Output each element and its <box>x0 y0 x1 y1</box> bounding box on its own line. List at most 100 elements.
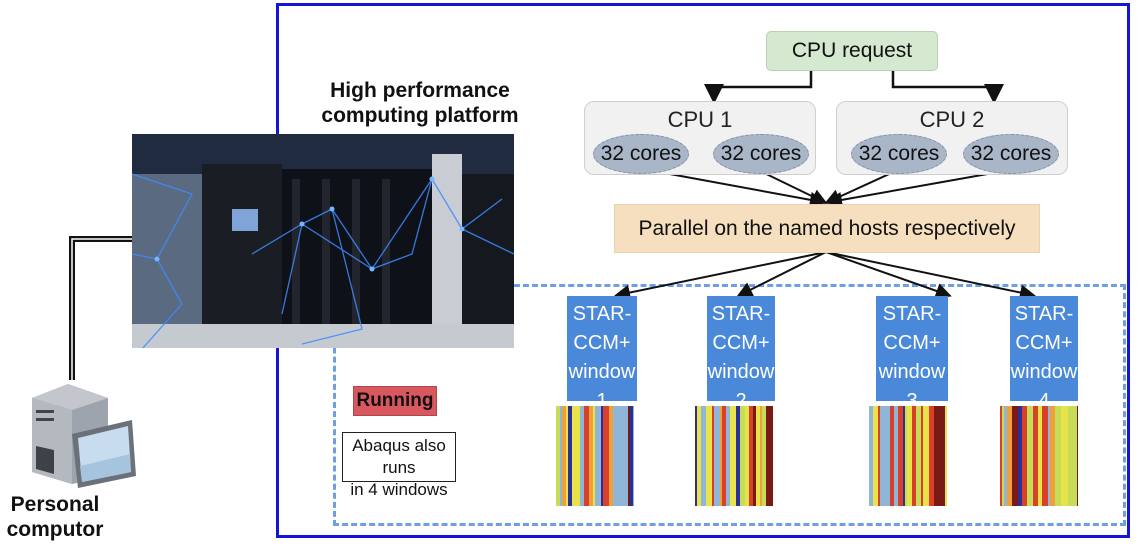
pc-label: Personal computor <box>0 492 110 542</box>
arrow-core-4 <box>826 169 1011 208</box>
contour-stripe <box>722 406 726 506</box>
contour-stripe <box>730 406 736 506</box>
abaqus-note-line1: Abaqus also runs <box>352 436 446 477</box>
contour-stripe <box>740 406 745 506</box>
arrow-core-1 <box>647 169 826 208</box>
core-group: 32 cores <box>713 134 809 174</box>
parallel-hosts-box: Parallel on the named hosts respectively <box>614 204 1040 253</box>
contour-stripe <box>1077 406 1078 506</box>
cpu-label: CPU 1 <box>667 107 733 132</box>
window-label: STAR- <box>572 303 632 325</box>
contour-stripe <box>1000 406 1002 506</box>
window-label: CCM+ <box>883 332 941 354</box>
contour-stripe <box>595 406 601 506</box>
contour-stripe <box>1004 406 1007 506</box>
window-label: window 2 <box>707 361 775 412</box>
contour-stripe <box>1002 406 1004 506</box>
arrow-core-2 <box>757 169 828 204</box>
arrow-window-4 <box>825 251 1036 301</box>
contour-stripe <box>620 406 624 506</box>
arrow-request-cpu1 <box>704 69 813 104</box>
arrow-window-1 <box>614 251 827 301</box>
contour-stripe <box>628 406 630 506</box>
contour-stripe <box>912 406 916 506</box>
abaqus-note: Abaqus also runs in 4 windows <box>342 432 456 499</box>
contour-stripe <box>736 406 740 506</box>
contour-stripe <box>1058 406 1061 506</box>
contour-stripe <box>921 406 923 506</box>
contour-stripe <box>869 406 873 506</box>
star-ccm-window-1: STAR- CCM+ window 1 <box>567 296 637 412</box>
contour-stripe <box>556 406 560 506</box>
data-center-photo <box>132 134 514 348</box>
contour-stripe <box>560 406 562 506</box>
window-label: CCM+ <box>1015 332 1073 354</box>
contour-stripe <box>568 406 572 506</box>
contour-stripe <box>1036 406 1038 506</box>
contour-stripe <box>934 406 940 506</box>
contour-stripe <box>1061 406 1064 506</box>
contour-stripe <box>1007 406 1012 506</box>
contour-stripe <box>880 406 886 506</box>
window-label: STAR- <box>882 303 942 325</box>
contour-stripe <box>762 406 766 506</box>
window-label: STAR- <box>1014 303 1074 325</box>
contour-stripe <box>1038 406 1042 506</box>
arrow-request-cpu2 <box>891 69 1004 104</box>
contour-stripe <box>706 406 712 506</box>
contour-stripe <box>609 406 613 506</box>
window-label: window 1 <box>568 361 636 412</box>
contour-stripe <box>873 406 878 506</box>
contour-stripe <box>1027 406 1033 506</box>
pc-label-line2: computor <box>6 518 104 541</box>
star-ccm-window-3: STAR- CCM+ window 3 <box>876 296 948 412</box>
contour-stripe <box>905 406 907 506</box>
contour-stripe <box>945 406 947 506</box>
contour-plot-3 <box>869 406 947 506</box>
contour-stripe <box>1048 406 1050 506</box>
cpu-2-box: CPU 2 32 cores 32 cores <box>836 101 1068 175</box>
cpu-request-box: CPU request <box>766 31 938 71</box>
contour-stripe <box>886 406 890 506</box>
contour-stripe <box>1068 406 1074 506</box>
contour-plot-2 <box>695 406 773 506</box>
contour-stripe <box>1020 406 1022 506</box>
contour-stripe <box>745 406 749 506</box>
contour-stripe <box>566 406 568 506</box>
contour-stripe <box>618 406 620 506</box>
contour-stripe <box>753 406 756 506</box>
core-group: 32 cores <box>593 134 689 174</box>
contour-stripe <box>894 406 898 506</box>
contour-stripe <box>1018 406 1020 506</box>
running-status-badge: Running <box>353 386 437 416</box>
contour-stripe <box>916 406 921 506</box>
contour-plot-1 <box>556 406 634 506</box>
contour-stripe <box>601 406 603 506</box>
contour-stripe <box>589 406 593 506</box>
contour-stripe <box>593 406 595 506</box>
server-room-image <box>132 134 514 348</box>
window-label: CCM+ <box>573 332 631 354</box>
contour-stripe <box>695 406 697 506</box>
contour-stripe <box>1033 406 1036 506</box>
contour-stripe <box>929 406 934 506</box>
contour-stripe <box>603 406 609 506</box>
contour-stripe <box>697 406 701 506</box>
contour-stripe <box>726 406 730 506</box>
contour-stripe <box>613 406 618 506</box>
contour-stripe <box>907 406 912 506</box>
window-label: CCM+ <box>712 332 770 354</box>
cpu-label: CPU 2 <box>919 107 985 132</box>
contour-stripe <box>1055 406 1058 506</box>
contour-stripe <box>580 406 584 506</box>
contour-stripe <box>898 406 903 506</box>
hpc-title-line2: computing platform <box>321 104 519 127</box>
contour-stripe <box>766 406 770 506</box>
contour-stripe <box>630 406 633 506</box>
star-ccm-window-4: STAR- CCM+ window 4 <box>1010 296 1078 412</box>
contour-stripe <box>1064 406 1068 506</box>
contour-stripe <box>903 406 905 506</box>
hpc-title: High performance computing platform <box>300 78 540 128</box>
window-label: window 4 <box>1010 361 1078 412</box>
